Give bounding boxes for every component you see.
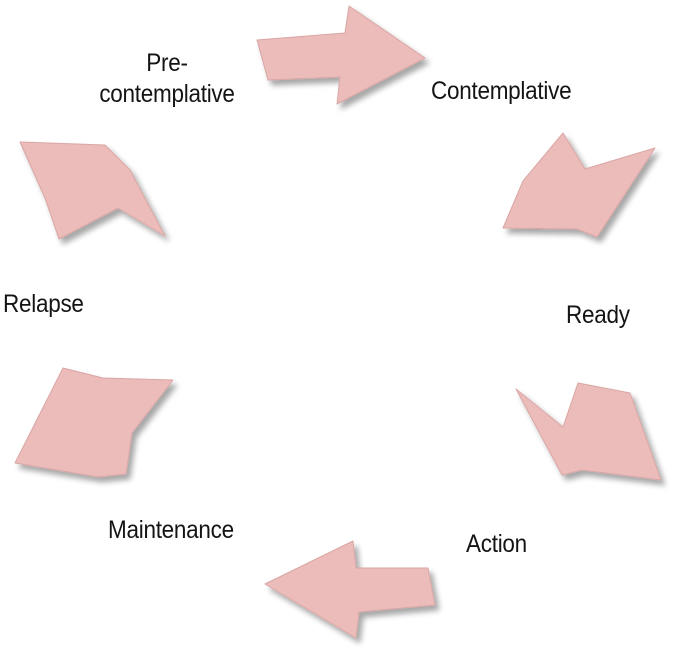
arrow-to-maintenance [264, 540, 436, 639]
arrow-to-action [515, 382, 662, 481]
stage-label-action: Action [466, 530, 527, 558]
stage-label-ready: Ready [566, 301, 630, 329]
stage-label-maintenance: Maintenance [108, 516, 234, 544]
stage-label-precontemplative-line1: Pre- [146, 49, 188, 77]
arrow-to-contemplative [256, 5, 426, 105]
arrow-to-ready [502, 132, 656, 238]
stage-label-contemplative: Contemplative [431, 77, 572, 105]
stage-label-relapse: Relapse [3, 290, 84, 318]
stage-label-precontemplative: Pre- contemplative [86, 48, 248, 110]
arrow-to-precontemplative [19, 141, 166, 240]
stage-label-precontemplative-line2: contemplative [99, 80, 235, 108]
arrow-to-relapse [14, 367, 174, 478]
